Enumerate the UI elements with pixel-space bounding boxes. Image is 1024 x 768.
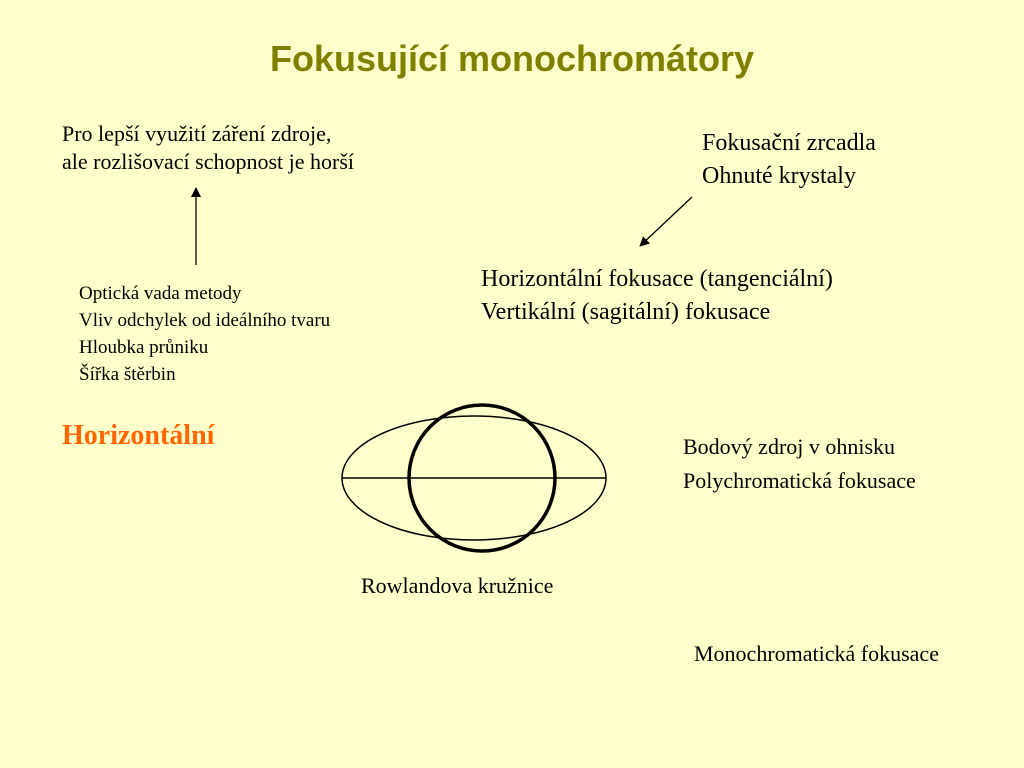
factors-list-item: Optická vada metody (79, 283, 242, 304)
factors-list-item: Hloubka průniku (79, 337, 209, 358)
source-note-item: Bodový zdroj v ohnisku (683, 434, 896, 459)
factors-list-item: Šířka štěrbin (79, 364, 176, 385)
optics-list-item: Ohnuté krystaly (702, 163, 856, 189)
source-note-item: Polychromatická fokusace (683, 468, 916, 493)
focusing-type-item: Vertikální (sagitální) fokusace (481, 299, 771, 325)
diagram-caption: Rowlandova kružnice (361, 573, 554, 598)
factors-list-item: Vliv odchylek od ideálního tvaru (79, 310, 331, 331)
optics-list-item: Fokusační zrcadla (702, 130, 876, 156)
source-notes: Bodový zdroj v ohnisku Polychromatická f… (683, 430, 916, 498)
down-left-arrow-icon (639, 196, 693, 247)
monochromatic-note: Monochromatická fokusace (694, 641, 939, 666)
resolution-note-line: ale rozlišovací schopnost je horší (62, 149, 355, 174)
focusing-type-item: Horizontální fokusace (tangenciální) (481, 266, 833, 292)
slide-title: Fokusující monochromátory (269, 38, 755, 79)
resolution-note-line: Pro lepší využití záření zdroje, (62, 121, 332, 146)
resolution-note: Pro lepší využití záření zdroje, ale roz… (62, 120, 354, 176)
focusing-types-list: Horizontální fokusace (tangenciální) Ver… (481, 263, 833, 329)
section-label: Horizontální (62, 420, 215, 451)
rowland-circle (407, 403, 557, 553)
factors-list: Optická vada metody Vliv odchylek od ide… (79, 280, 330, 388)
optics-list: Fokusační zrcadla Ohnuté krystaly (702, 127, 876, 193)
